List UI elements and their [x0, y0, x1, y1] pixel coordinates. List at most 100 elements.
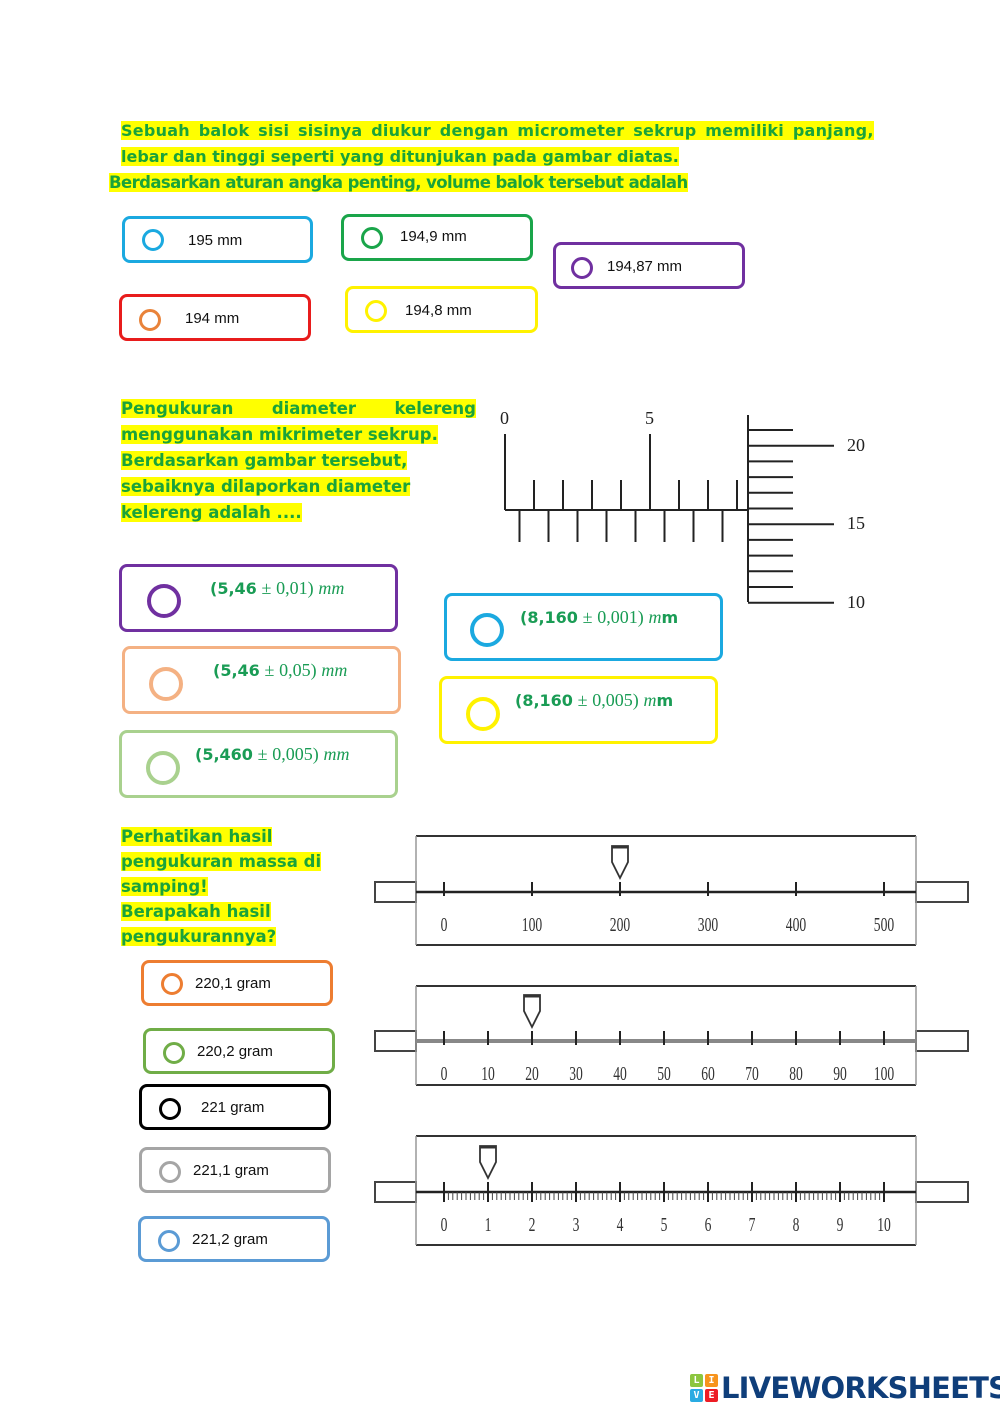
radio-icon[interactable] [361, 227, 383, 249]
q1-option-194-9[interactable]: 194,9 mm [341, 214, 533, 261]
q1-option-194-87[interactable]: 194,87 mm [553, 242, 745, 289]
thimble-label-15: 15 [847, 513, 865, 533]
beam-rider-pointer [523, 994, 541, 1030]
radio-icon[interactable] [149, 667, 183, 701]
option-label: (8,160 ± 0,001) mm [520, 607, 679, 627]
beam-tick-label: 8 [793, 1214, 800, 1236]
main-scale-label-5: 5 [645, 408, 654, 428]
beam-right-end [915, 1181, 969, 1203]
option-label: (5,46 ± 0,05) mm [213, 660, 348, 680]
balance-beam-tens: 0 10 20 30 40 50 60 70 80 90 100 [374, 985, 969, 1086]
question-2-line-5: kelereng adalah .... [121, 503, 302, 522]
option-label: 194,8 mm [405, 302, 472, 319]
micrometer-main-scale [504, 434, 748, 542]
beam-tick-label: 0 [441, 1063, 448, 1085]
question-3-line-1: Perhatikan hasil [121, 827, 273, 846]
question-1-line-1: Sebuah balok sisi sisinya diukur dengan … [121, 121, 874, 140]
beam-tick-label: 10 [481, 1063, 495, 1085]
radio-icon[interactable] [161, 973, 183, 995]
radio-icon[interactable] [159, 1098, 181, 1120]
option-label: (5,46 ± 0,01) mm [210, 578, 345, 598]
option-label: 195 mm [188, 232, 243, 249]
question-2-line-3: Berdasarkan gambar tersebut, [121, 451, 408, 470]
radio-icon[interactable] [159, 1161, 181, 1183]
beam-tick-label: 20 [525, 1063, 539, 1085]
beam-tick-label: 100 [874, 1063, 894, 1085]
radio-icon[interactable] [142, 229, 164, 251]
radio-icon[interactable] [163, 1042, 185, 1064]
q2-option-d[interactable]: (8,160 ± 0,001) mm [444, 593, 723, 661]
q2-option-c[interactable]: (5,460 ± 0,005) mm [119, 730, 398, 798]
beam-left-end [374, 1181, 417, 1203]
beam-left-end [374, 1030, 417, 1052]
radio-icon[interactable] [466, 697, 500, 731]
radio-icon[interactable] [571, 257, 593, 279]
radio-icon[interactable] [147, 584, 181, 618]
q3-option-221-2[interactable]: 221,2 gram [138, 1216, 330, 1262]
question-2-line-1: Pengukuran diameter kelereng [121, 399, 476, 418]
q3-option-221-1[interactable]: 221,1 gram [139, 1147, 331, 1193]
beam-tick-label: 80 [789, 1063, 803, 1085]
radio-icon[interactable] [139, 309, 161, 331]
q3-option-220-2[interactable]: 220,2 gram [143, 1028, 335, 1074]
beam-tick-label: 40 [613, 1063, 627, 1085]
question-3-line-5: pengukurannya? [121, 927, 277, 946]
radio-icon[interactable] [158, 1230, 180, 1252]
question-3-line-4: Berapakah hasil [121, 902, 271, 921]
brand-name: LIVEWORKSHEETS [721, 1371, 1000, 1405]
beam-tick-label: 50 [657, 1063, 671, 1085]
beam-tick-label: 6 [705, 1214, 712, 1236]
option-label: 221,1 gram [193, 1162, 269, 1179]
q2-option-e[interactable]: (8,160 ± 0,005) mm [439, 676, 718, 744]
q2-option-b[interactable]: (5,46 ± 0,05) mm [122, 646, 401, 714]
option-label: (5,460 ± 0,005) mm [195, 744, 350, 764]
word: Pengukuran [121, 399, 234, 418]
beam-tick-label: 2 [529, 1214, 536, 1236]
micrometer-diagram: 0 5 20 15 10 [500, 408, 865, 612]
beam-tick-label: 10 [877, 1214, 891, 1236]
option-label: 221 gram [201, 1099, 265, 1116]
q3-option-220-1[interactable]: 220,1 gram [141, 960, 333, 1006]
beam-tick-label: 70 [745, 1063, 759, 1085]
main-scale-label-0: 0 [500, 408, 509, 428]
q3-option-221[interactable]: 221 gram [139, 1084, 331, 1130]
q1-option-194-8[interactable]: 194,8 mm [345, 286, 538, 333]
beam-rider-pointer [479, 1145, 497, 1181]
q2-option-a[interactable]: (5,46 ± 0,01) mm [119, 564, 398, 632]
q1-option-195[interactable]: 195 mm [122, 216, 313, 263]
beam-tick-label: 500 [874, 914, 894, 936]
radio-icon[interactable] [470, 613, 504, 647]
q1-option-194[interactable]: 194 mm [119, 294, 311, 341]
thimble-label-10: 10 [847, 592, 865, 612]
beam-tick-label: 9 [837, 1214, 844, 1236]
option-label: (8,160 ± 0,005) mm [515, 690, 674, 710]
logo-tile: E [705, 1389, 718, 1402]
word: kelereng [394, 399, 476, 418]
beam-right-end [915, 881, 969, 903]
beam-tick-label: 0 [441, 1214, 448, 1236]
beam-tick-label: 1 [485, 1214, 492, 1236]
beam-tick-label: 4 [617, 1214, 624, 1236]
beam-right-end [915, 1030, 969, 1052]
beam-tick-label: 90 [833, 1063, 847, 1085]
radio-icon[interactable] [146, 751, 180, 785]
beam-tick-label: 30 [569, 1063, 583, 1085]
option-label: 194 mm [185, 310, 240, 327]
question-2-line-2: menggunakan mikrimeter sekrup. [121, 425, 438, 444]
option-label: 221,2 gram [192, 1231, 268, 1248]
question-2-line-4: sebaiknya dilaporkan diameter [121, 477, 411, 496]
logo-tile: V [690, 1389, 703, 1402]
logo-tile: L [690, 1374, 703, 1387]
beam-tick-label: 60 [701, 1063, 715, 1085]
beam-tick-label: 7 [749, 1214, 756, 1236]
beam-tick-label: 300 [698, 914, 718, 936]
option-label: 194,9 mm [400, 228, 467, 245]
beam-tick-label: 5 [661, 1214, 668, 1236]
beam-rider-pointer [611, 845, 629, 881]
beam-left-end [374, 881, 417, 903]
beam-tick-label: 400 [786, 914, 806, 936]
option-label: 220,2 gram [197, 1043, 273, 1060]
radio-icon[interactable] [365, 300, 387, 322]
